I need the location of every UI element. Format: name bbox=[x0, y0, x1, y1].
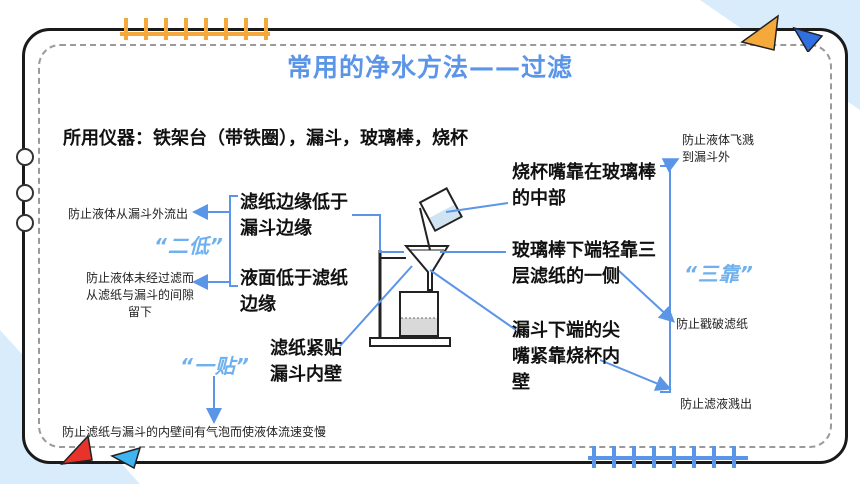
ruler-decoration-top bbox=[120, 18, 270, 40]
three-lean-reason-2: 防止戳破滤纸 bbox=[676, 317, 749, 331]
three-lean-reason-1: 防止液体飞溅到漏斗外 bbox=[682, 133, 755, 164]
binder-ring bbox=[16, 148, 34, 166]
three-lean-point-3: 漏斗下端的尖嘴紧靠烧杯内壁 bbox=[512, 320, 620, 393]
one-stick-reason: 防止滤纸与漏斗的内壁间有气泡而使液体流速变慢 bbox=[62, 425, 327, 439]
two-low-reason-1: 防止液体从漏斗外流出 bbox=[67, 207, 188, 221]
three-lean-point-2: 玻璃棒下端轻靠三层滤纸的一侧 bbox=[512, 240, 656, 287]
triangle-decoration-bottom-left bbox=[60, 434, 142, 470]
binder-ring bbox=[16, 184, 34, 202]
page-title: 常用的净水方法——过滤 bbox=[286, 53, 573, 82]
three-lean-point-1: 烧杯嘴靠在玻璃棒的中部 bbox=[512, 162, 656, 209]
ruler-decoration-bottom bbox=[588, 446, 748, 468]
instruments-text: 所用仪器：铁架台（带铁圈），漏斗，玻璃棒，烧杯 bbox=[63, 128, 468, 149]
two-low-point-1: 滤纸边缘低于漏斗边缘 bbox=[240, 192, 348, 239]
three-lean-label: “三靠” bbox=[684, 262, 754, 286]
slide-inner-frame bbox=[38, 44, 832, 448]
one-stick-label: “一贴” bbox=[180, 354, 250, 378]
filtration-apparatus-icon bbox=[369, 187, 463, 347]
binder-ring bbox=[16, 214, 34, 232]
three-lean-reason-3: 防止滤液溅出 bbox=[680, 397, 753, 411]
one-stick-point: 滤纸紧贴漏斗内壁 bbox=[270, 338, 342, 385]
two-low-point-2: 液面低于滤纸边缘 bbox=[240, 268, 348, 315]
two-low-label: “二低” bbox=[154, 234, 224, 258]
triangle-decoration-top-right bbox=[740, 14, 824, 52]
two-low-reason-2: 防止液体未经过滤而从滤纸与漏斗的间隙留下 bbox=[85, 271, 194, 319]
